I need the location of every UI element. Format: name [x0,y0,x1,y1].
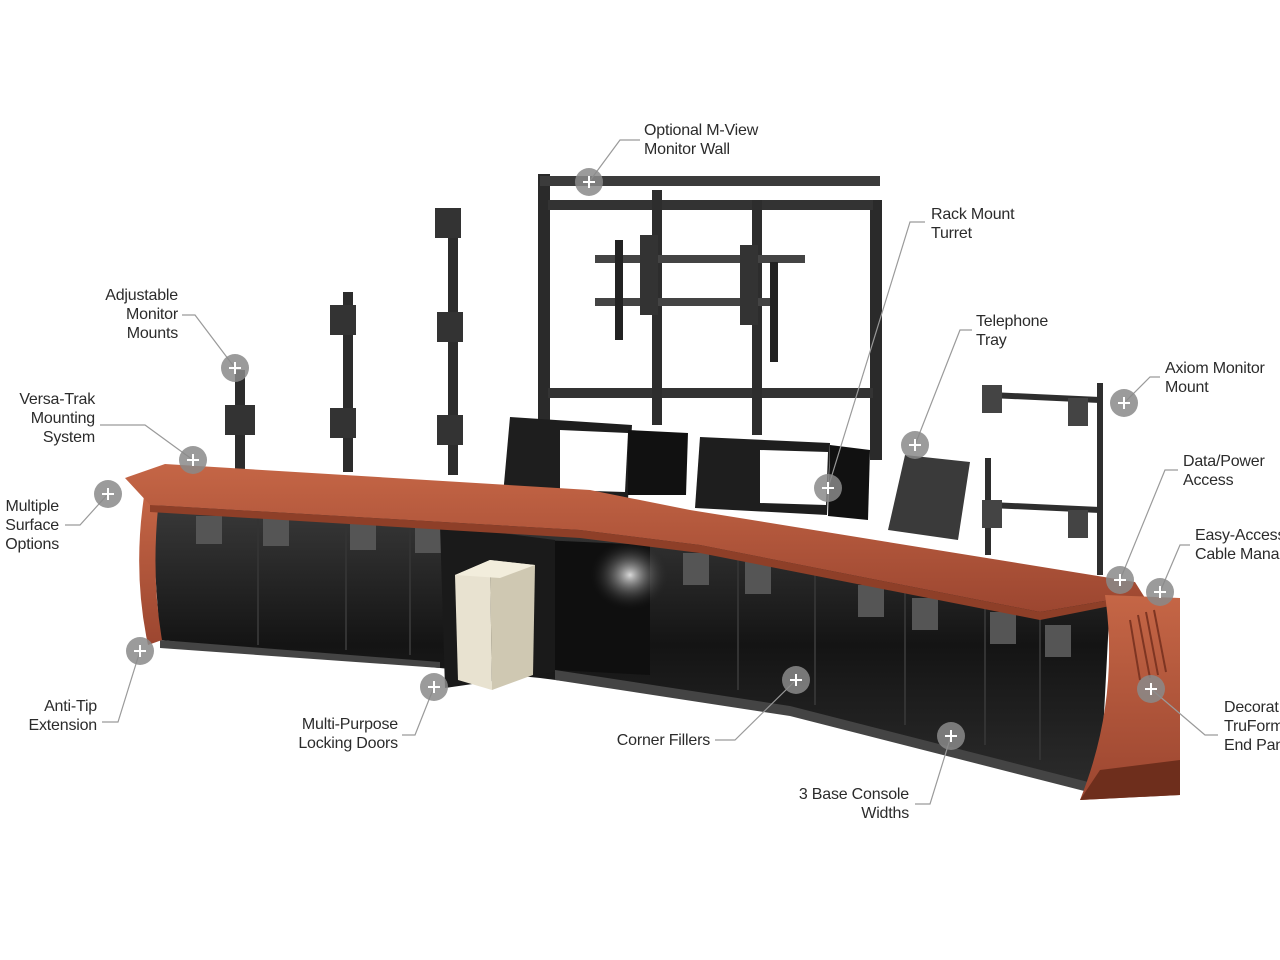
right-end-panel [1080,595,1180,800]
label-data-power: Data/Power Access [1183,452,1265,490]
label-line: Cable Mana [1195,546,1280,563]
label-line: Mounts [126,325,178,342]
label-line: Mount [1165,379,1209,396]
label-line: Multi-Purpose [301,716,398,733]
hotspot-rack-turret[interactable] [814,474,842,502]
leader-line [914,329,972,446]
hotspot-telephone-tray[interactable] [901,431,929,459]
hotspot-monitor-wall[interactable] [575,168,603,196]
label-line: TruForm [1224,718,1280,735]
label-line: Adjustable [105,287,178,304]
leader-line [588,139,640,183]
label-base-widths: 3 Base Console Widths [780,785,909,823]
label-line: Versa-Trak [19,391,95,408]
leader-line [402,686,435,736]
label-line: Access [1183,472,1234,489]
label-line: Extension [28,717,98,734]
label-adjustable-mounts: Adjustable Monitor Mounts [72,286,178,343]
label-line: System [42,429,95,446]
telephone-tray-shape [888,455,970,540]
label-line: Telephone [976,313,1049,330]
left-end-panel [139,490,162,645]
label-line: Mounting [30,410,95,427]
label-line: Turret [931,225,972,242]
label-line: Locking Doors [298,735,398,752]
leader-line [915,735,952,805]
hotspot-anti-tip[interactable] [126,637,154,665]
label-line: Easy-Access [1195,527,1280,544]
label-line: Decorat [1224,699,1279,716]
label-line: Multiple [5,498,59,515]
leader-line [827,221,925,489]
hotspot-axiom-mount[interactable] [1110,389,1138,417]
label-rack-turret: Rack Mount Turret [931,205,1015,243]
leader-lines [65,139,1218,805]
label-line: Widths [861,805,909,822]
monitor-wall-frame [538,174,882,460]
label-cable-mgmt: Easy-Access Cable Mana [1195,526,1280,564]
hotspot-cable-mgmt[interactable] [1146,578,1174,606]
computer-tower [440,525,555,690]
end-panel-foot [1080,760,1180,800]
axiom-arms [982,383,1103,575]
label-line: Rack Mount [931,206,1015,223]
hotspot-end-panel[interactable] [1137,675,1165,703]
label-telephone-tray: Telephone Tray [976,312,1048,350]
label-line: Options [5,536,59,553]
hotspot-data-power[interactable] [1106,566,1134,594]
leader-line [1150,688,1218,736]
work-surface-edge [150,505,1110,620]
label-end-panel: Decorat TruForm End Pan [1224,698,1280,755]
hotspot-corner-fillers[interactable] [782,666,810,694]
label-versa-trak: Versa-Trak Mounting System [0,390,95,447]
hotspot-versa-trak[interactable] [179,446,207,474]
label-anti-tip: Anti-Tip Extension [0,697,98,735]
work-surface [125,464,1145,612]
leader-line [100,424,194,461]
leader-line [182,314,236,369]
label-axiom-mount: Axiom Monitor Mount [1165,359,1265,397]
hotspot-surface-options[interactable] [94,480,122,508]
end-panel-grooves [1129,609,1167,681]
hotspot-base-widths[interactable] [937,722,965,750]
label-line: Optional M-View [644,122,759,139]
label-line: Monitor Wall [644,141,730,158]
label-line: End Pan [1224,737,1280,754]
hotspot-adjustable-mounts[interactable] [221,354,249,382]
label-line: Monitor [126,306,178,323]
hotspot-locking-doors[interactable] [420,673,448,701]
rack-turrets [503,417,870,520]
label-monitor-wall: Optional M-View Monitor Wall [644,121,758,159]
leader-line [102,650,141,723]
label-surface-options: Multiple Surface Options [0,497,59,554]
leader-line [1119,469,1178,581]
label-line: 3 Base Console [798,786,909,803]
leader-line [715,679,797,741]
leader-line [1159,544,1190,593]
label-locking-doors: Multi-Purpose Locking Doors [270,715,398,753]
label-corner-fillers: Corner Fillers [590,731,710,750]
label-line: Corner Fillers [616,732,710,749]
monitor-posts [225,208,463,475]
label-line: Axiom Monitor [1165,360,1265,377]
label-line: Data/Power [1183,453,1265,470]
label-line: Anti-Tip [44,698,97,715]
label-line: Tray [976,332,1007,349]
label-line: Surface [5,517,59,534]
